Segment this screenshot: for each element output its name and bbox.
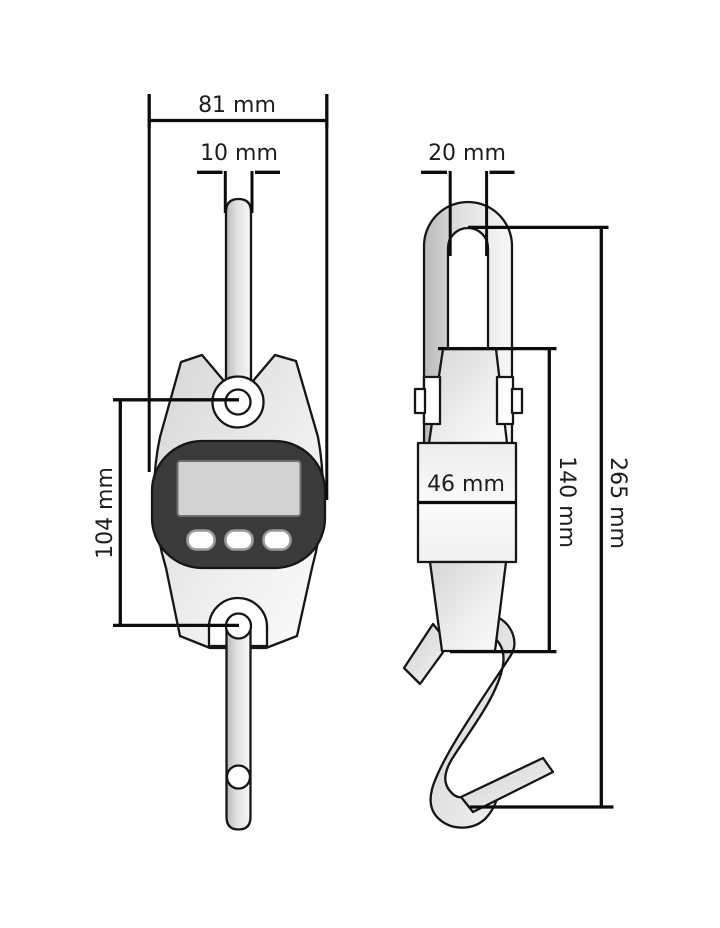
hook-shank-front <box>225 624 252 831</box>
lower-taper-side <box>428 560 508 653</box>
side-tab-left-inner <box>422 375 442 426</box>
shackle-inner <box>446 226 490 351</box>
button-left <box>186 529 216 551</box>
dimension-81mm: 81 mm <box>147 93 329 500</box>
dimension-label: 140 mm <box>554 456 579 548</box>
dimension-140mm: 140 mm <box>438 346 579 654</box>
dimension-label: 104 mm <box>93 467 118 559</box>
button-right <box>262 529 292 551</box>
dimension-label: 10 mm <box>200 141 278 166</box>
dimension-46mm: 46 mm <box>427 472 505 497</box>
dimension-label: 265 mm <box>605 457 630 549</box>
front-view <box>150 197 327 831</box>
shank-hole <box>225 764 252 790</box>
side-view <box>402 200 555 829</box>
top-pivot-hole <box>224 388 252 416</box>
dimensions: 81 mm 10 mm 104 mm 20 mm 46 mm <box>93 93 630 809</box>
top-shackle-rod <box>224 197 253 404</box>
dimension-20mm: 20 mm <box>421 141 515 256</box>
dimension-label: 20 mm <box>428 141 506 166</box>
side-tab-right-outer <box>510 387 524 415</box>
dimension-label: 81 mm <box>198 93 276 118</box>
dimension-label: 46 mm <box>427 472 505 497</box>
dimension-10mm: 10 mm <box>197 141 280 213</box>
side-tab-left-outer <box>413 387 427 415</box>
control-buttons <box>186 529 292 551</box>
button-middle <box>224 529 254 551</box>
dimension-265mm: 265 mm <box>468 225 630 809</box>
side-tab-right-inner <box>495 375 515 426</box>
hook-tip <box>459 756 555 814</box>
dimension-104mm: 104 mm <box>93 398 239 628</box>
lcd-screen <box>176 460 302 517</box>
